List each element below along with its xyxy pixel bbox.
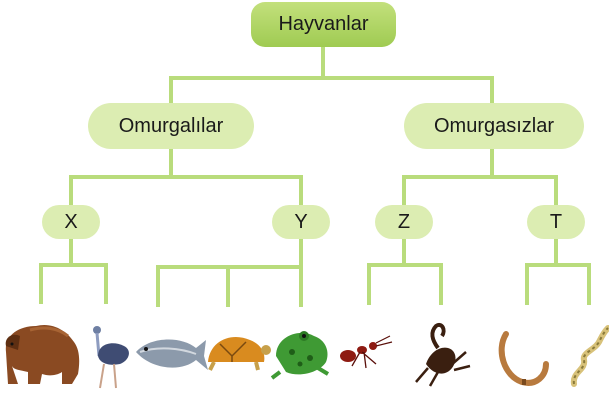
frog-icon [272, 331, 328, 378]
bear-icon [6, 325, 80, 384]
worm-icon [502, 334, 546, 383]
ant-icon [340, 336, 392, 368]
ostrich-icon [93, 326, 129, 388]
fish-icon [136, 339, 208, 370]
snake-icon [574, 328, 608, 384]
scorpion-icon [416, 325, 470, 386]
turtle-icon [208, 337, 271, 370]
